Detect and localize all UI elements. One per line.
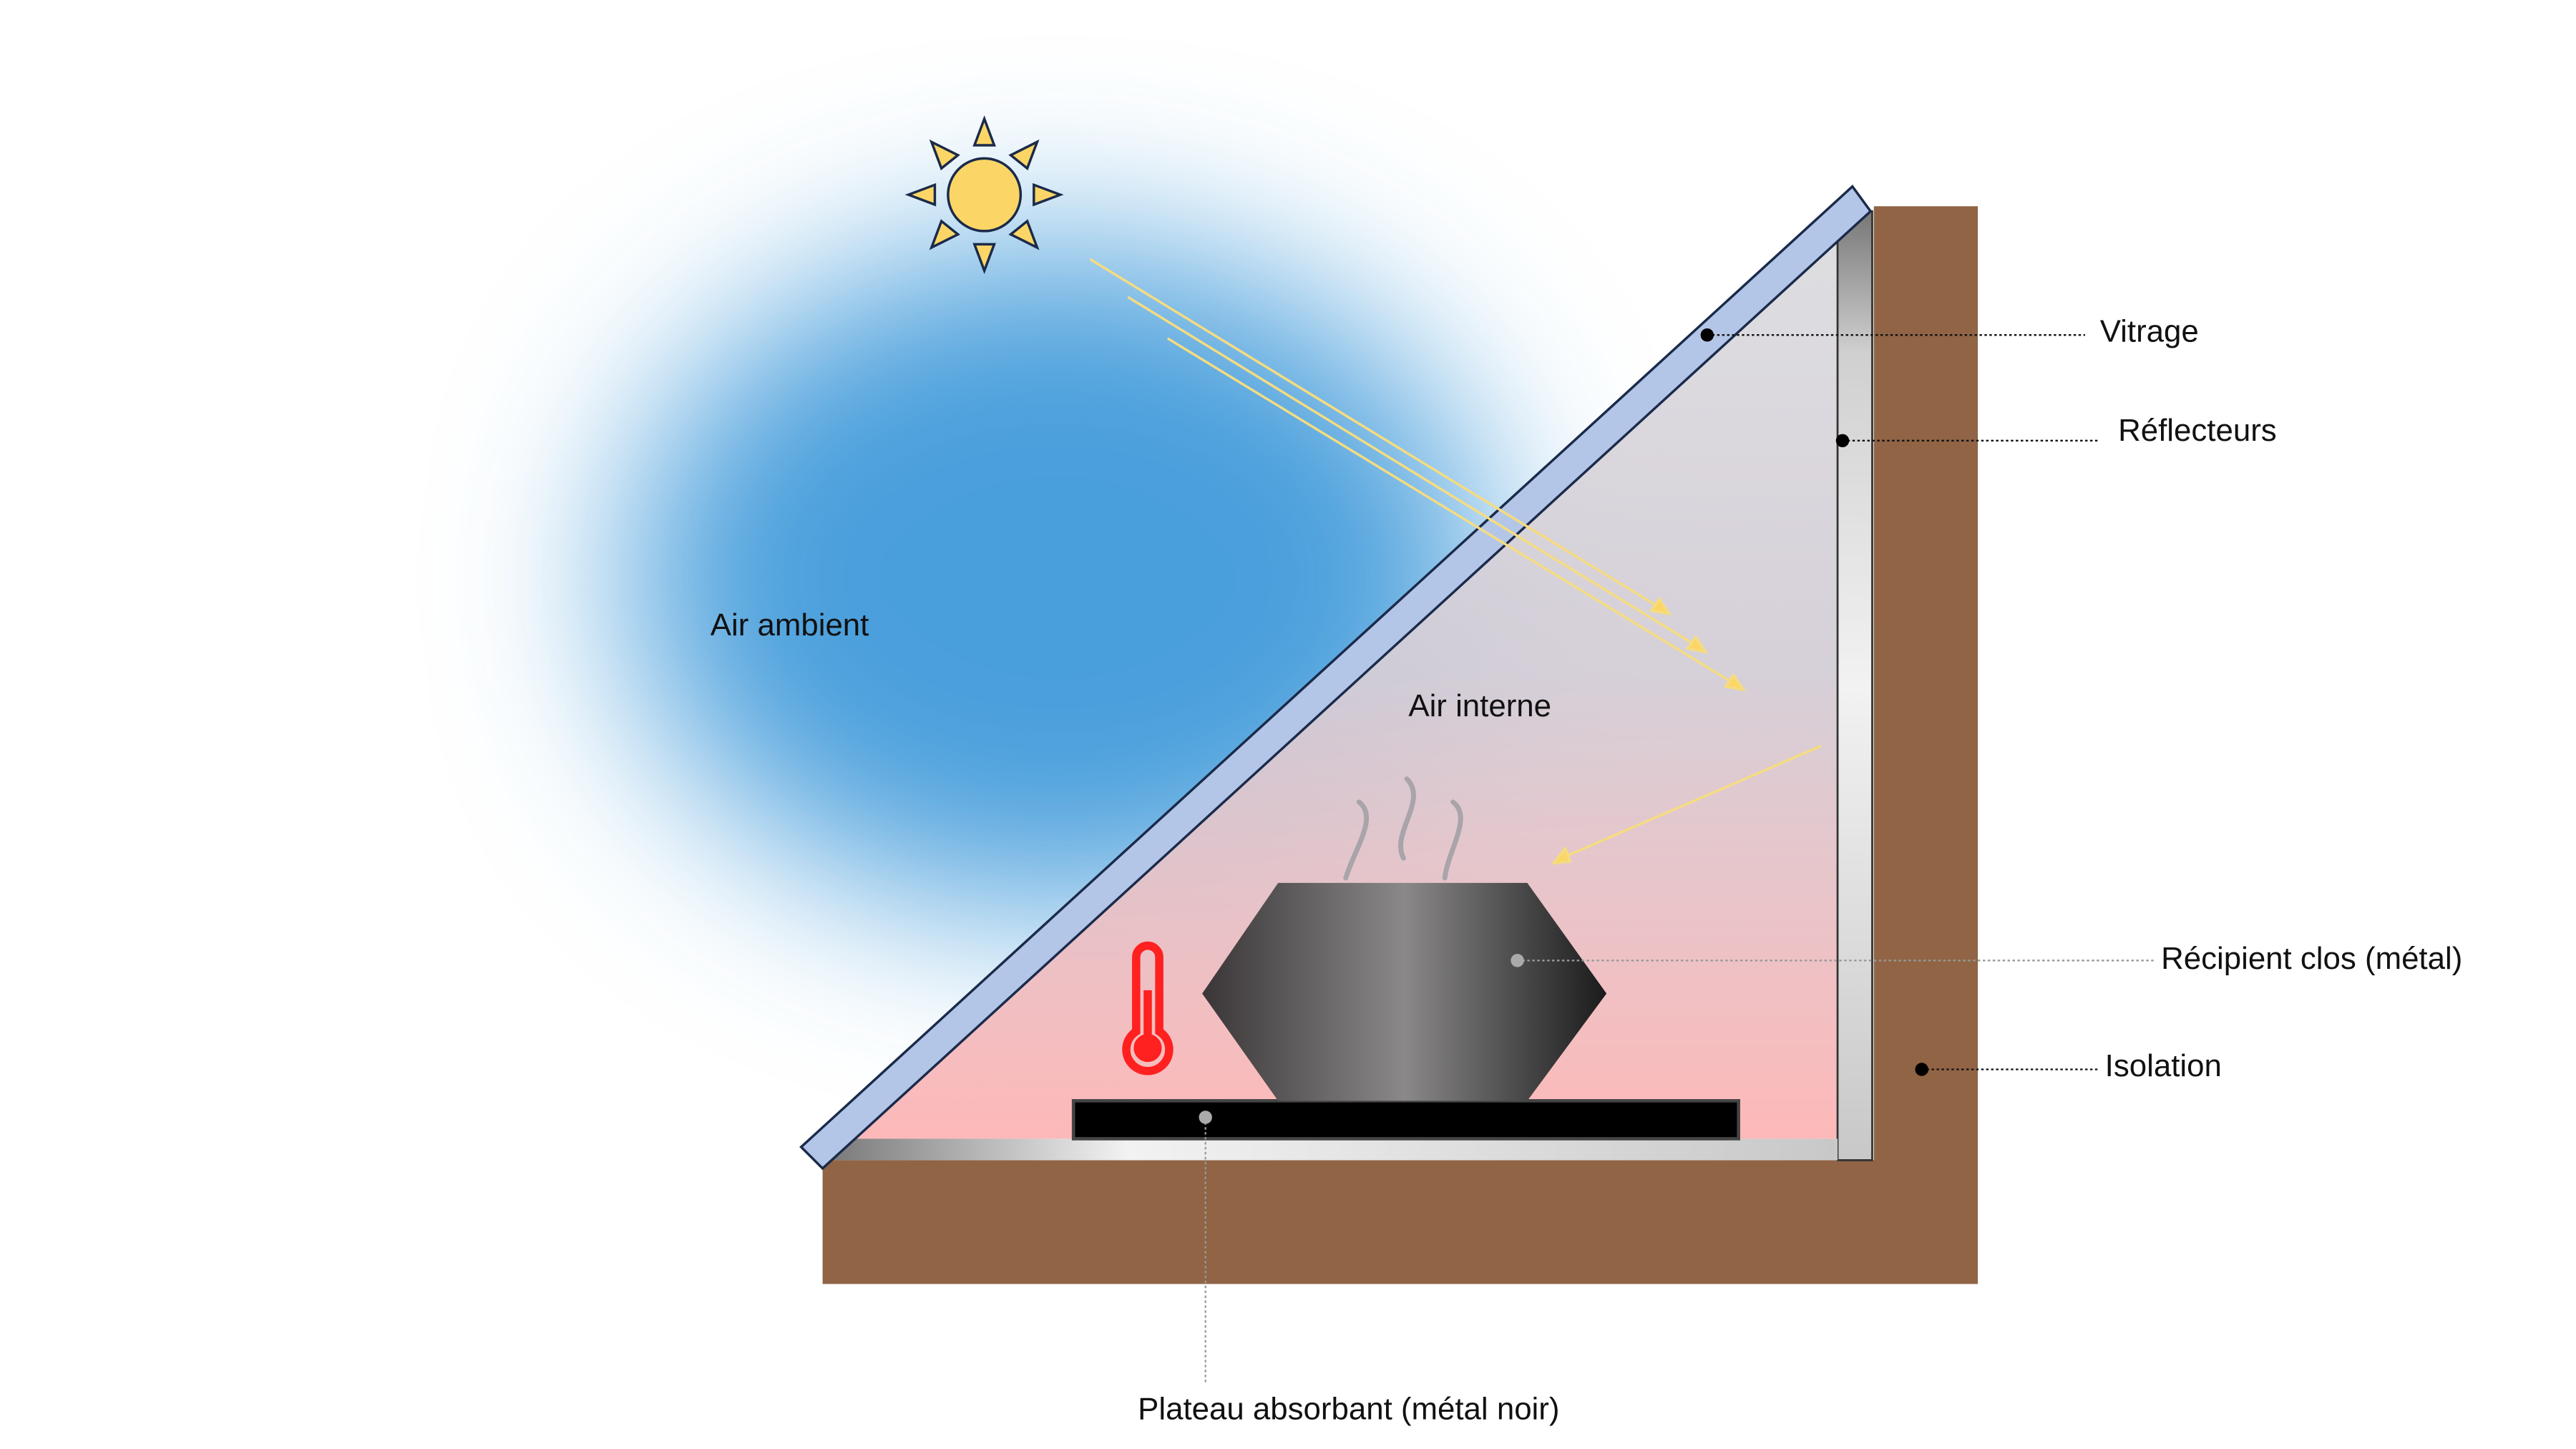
thermometer-icon [1122,941,1174,1075]
glazing-panel [799,185,1873,1171]
container-marker [1511,954,1524,967]
absorber-plate [1071,1099,1740,1141]
label-glazing: Vitrage [2100,313,2199,348]
label-absorber: Plateau absorbant (métal noir) [1138,1391,1559,1426]
steam-icon [1343,776,1463,881]
sun-icon [904,115,1064,275]
closed-container-pot [1202,882,1607,1101]
label-reflectors: Réflecteurs [2118,413,2277,448]
absorber-marker [1199,1111,1212,1124]
label-internal-air: Air interne [1408,688,1551,723]
label-ambient-air: Air ambient [711,608,869,643]
reflector-bottom [822,1138,1838,1161]
insulation-marker [1915,1063,1928,1076]
label-container: Récipient clos (métal) [2161,941,2462,976]
reflector-vertical [1836,210,1873,1161]
glazing-marker [1700,328,1714,342]
sun-rays [1089,258,1822,865]
label-insulation: Isolation [2105,1048,2222,1083]
reflectors-marker [1835,434,1850,448]
insulation-block [822,206,1979,1284]
